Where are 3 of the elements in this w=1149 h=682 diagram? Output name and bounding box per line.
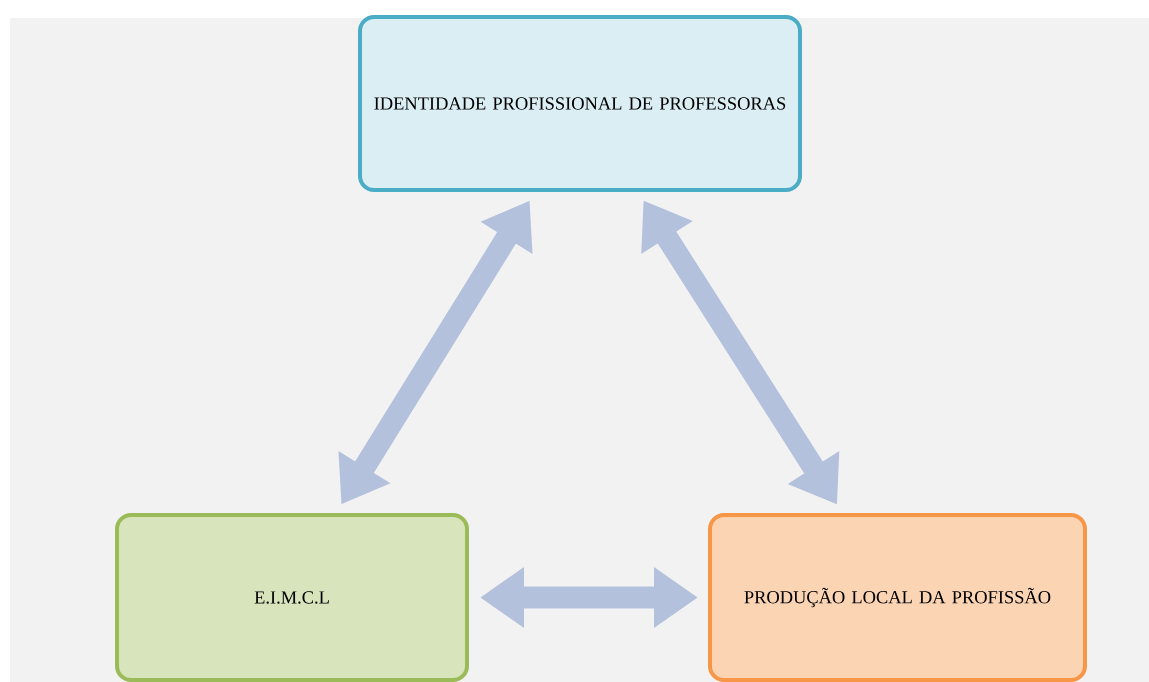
process-box: E.I.M.C.L (115, 513, 469, 682)
process-box: PRODUÇÃO LOCAL DA PROFISSÃO (708, 513, 1087, 682)
process-box: IDENTIDADE PROFISSIONAL DE PROFESSORAS (358, 15, 802, 192)
